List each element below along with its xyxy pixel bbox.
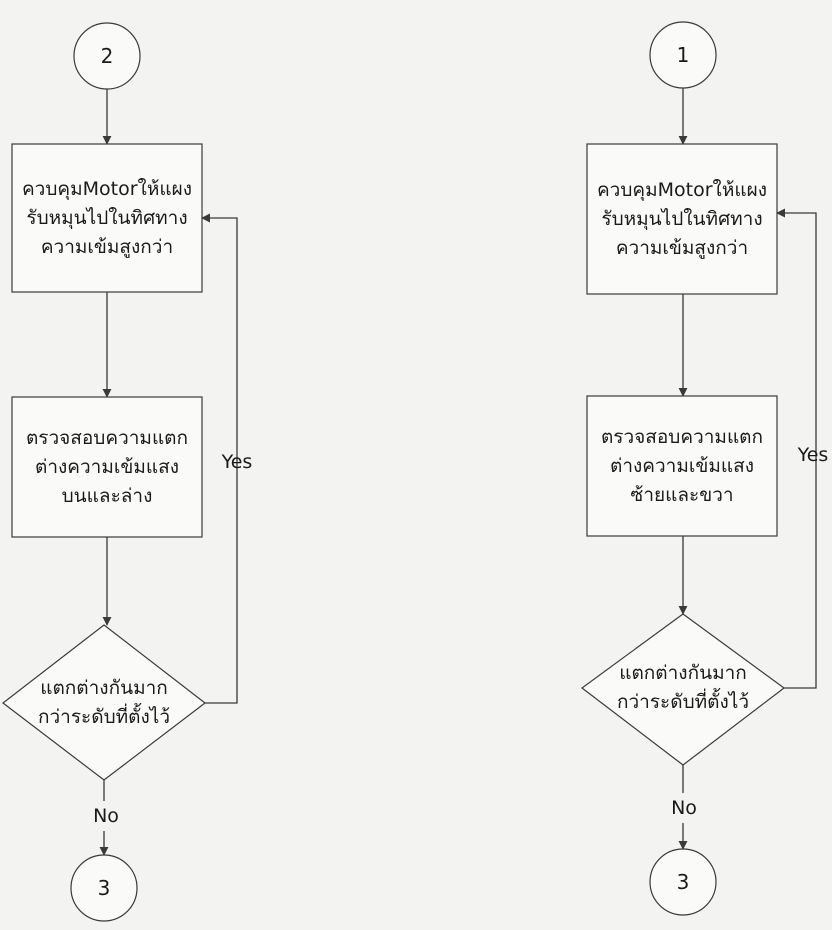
check-process-text: ตรวจสอบความแตก ต่างความเข้มแสง บนและล่าง: [25, 426, 189, 507]
flowchart-right: [580, 21, 817, 916]
control-process-box: [11, 143, 203, 293]
control-process-box: [586, 143, 778, 295]
control-process-text: ควบคุมMotorให้แผง รับหมุนไปในทิศทาง ความ…: [21, 177, 193, 258]
end-connector-circle: [649, 848, 717, 916]
check-process-box: [586, 395, 778, 537]
yes-loop-arrow: [776, 208, 817, 689]
yes-loop-arrow: [201, 213, 238, 704]
decision-text: แตกต่างกันมาก กว่าระดับที่ตั้งไว้: [616, 662, 750, 713]
end-connector-circle: [70, 854, 138, 922]
yes-label: Yes: [797, 443, 829, 466]
check-process-text: ตรวจสอบความแตก ต่างความเข้มแสง ซ้ายและขว…: [600, 425, 764, 506]
no-label: No: [84, 801, 128, 831]
flowchart-left: [2, 22, 238, 922]
end-connector-number: 3: [676, 869, 690, 894]
end-connector-number: 3: [97, 875, 111, 900]
no-label: No: [662, 793, 706, 823]
control-process-text: ควบคุมMotorให้แผง รับหมุนไปในทิศทาง ความ…: [596, 178, 768, 259]
start-connector-number: 2: [100, 43, 114, 68]
start-connector-number: 1: [676, 42, 690, 67]
decision-text: แตกต่างกันมาก กว่าระดับที่ตั้งไว้: [37, 677, 171, 728]
yes-label: Yes: [221, 450, 253, 473]
